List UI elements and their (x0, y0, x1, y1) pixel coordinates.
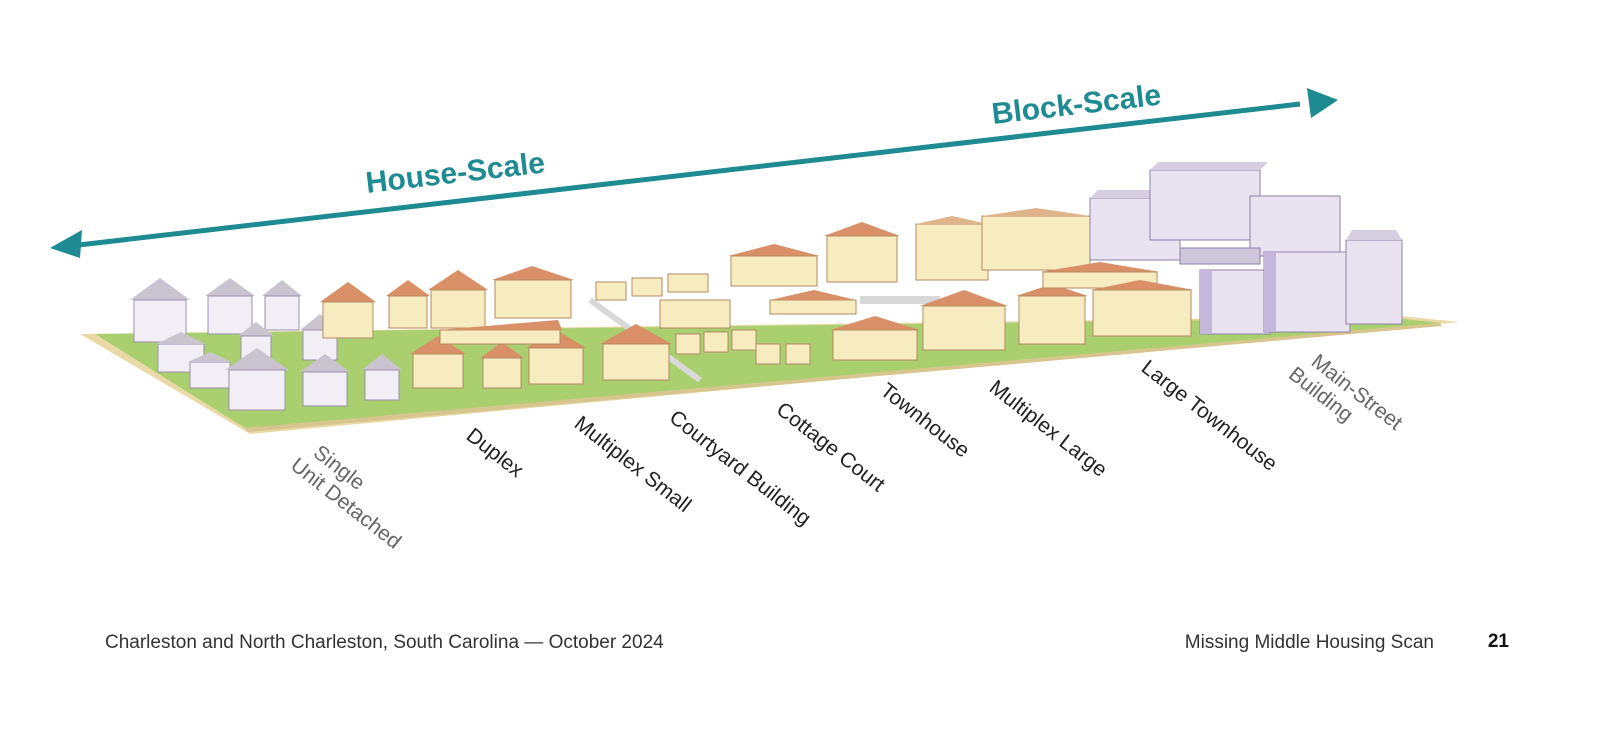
label-multiplex-large: Multiplex Large (985, 376, 1111, 482)
label-large-townhouse: Large Townhouse (1137, 356, 1282, 476)
townhouse-buildings (728, 208, 1194, 361)
label-cottage-court: Cottage Court (772, 398, 889, 497)
house-scale-buildings (320, 266, 672, 389)
main-street-buildings (1089, 162, 1403, 335)
single-unit-detached-houses (130, 278, 402, 411)
footer-document-title: Missing Middle Housing Scan (1184, 632, 1434, 653)
arrow-shaft (69, 101, 1301, 249)
ground-front-edge (245, 323, 1442, 432)
arrow-head-right-icon (1307, 88, 1338, 118)
footer-location-date: Charleston and North Charleston, South C… (105, 632, 664, 653)
label-single-unit-detached: Single Unit Detached (286, 435, 420, 554)
cottage-court-buildings (595, 273, 811, 365)
page-number: 21 (1487, 631, 1509, 652)
arrow-head-left-icon (50, 230, 82, 258)
label-main-street-building: Main-Street Building (1284, 344, 1411, 458)
label-townhouse: Townhouse (876, 379, 974, 463)
label-duplex: Duplex (462, 424, 528, 483)
